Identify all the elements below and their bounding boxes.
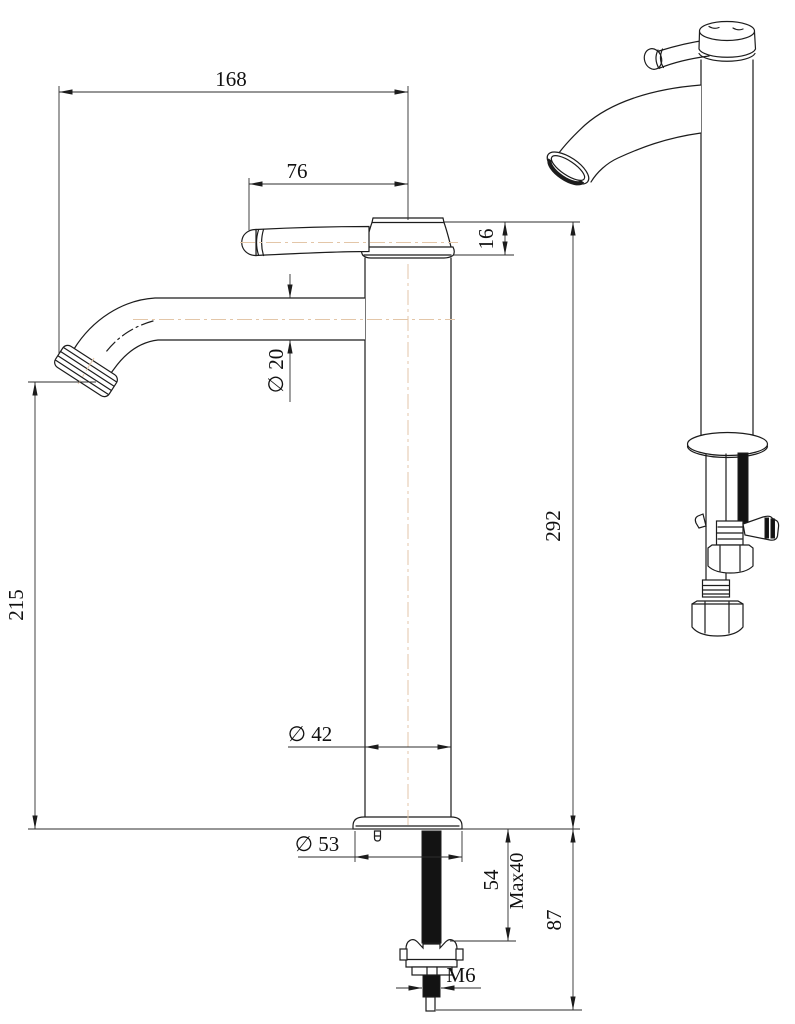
dim-spout-reach: 168 — [58, 67, 409, 354]
pipe-collar — [701, 579, 731, 598]
dim-below-deck: 87 — [436, 829, 582, 1011]
front-view — [54, 217, 464, 1012]
dim-spout-height: 215 — [4, 381, 96, 829]
faucet-cap — [360, 217, 455, 259]
side-base-flange — [686, 431, 769, 457]
spout — [54, 297, 366, 398]
dim-body-diameter: ∅ 42 — [288, 722, 451, 750]
dim-label: 215 — [4, 589, 28, 621]
clamp-side-screw — [455, 948, 464, 961]
dim-label: ∅ 42 — [288, 722, 333, 746]
dim-label: ∅ 20 — [264, 349, 288, 394]
dim-label: 16 — [474, 229, 498, 250]
cap-indicator-mark — [732, 27, 744, 31]
dim-handle-length: 76 — [248, 159, 408, 230]
side-view — [546, 20, 780, 637]
dim-stud-clamp: 54 Max40 — [450, 829, 528, 942]
dim-label: Max40 — [506, 853, 528, 910]
hose-clip — [742, 515, 780, 541]
dim-label: 292 — [541, 510, 565, 542]
dim-overall-height: 292 — [541, 222, 576, 829]
hex-nut-lower — [691, 600, 744, 637]
dim-label: 76 — [287, 159, 308, 183]
centerlines — [77, 242, 458, 826]
dim-label: 87 — [542, 910, 566, 931]
cap-indicator-mark — [708, 25, 720, 29]
nozzle-centerline — [77, 357, 95, 385]
faucet-body-column — [364, 257, 452, 818]
clamp-side-screw — [399, 948, 408, 961]
dim-label: ∅ 53 — [295, 832, 340, 856]
side-cap-top — [698, 20, 756, 42]
side-handle-lever — [658, 39, 710, 69]
pipe-tab — [694, 513, 707, 529]
dim-base-diameter: ∅ 53 — [295, 831, 463, 862]
clamp-saddle — [405, 939, 458, 968]
dim-thread-size: M6 — [396, 963, 481, 991]
dim-spout-diameter: ∅ 20 — [264, 274, 293, 402]
hex-nut-upper — [707, 544, 754, 574]
side-spout-nozzle — [546, 151, 590, 186]
dim-cap-height: 16 — [443, 221, 580, 256]
stud-tip — [425, 996, 436, 1012]
handle-lever — [241, 225, 370, 257]
dimensions: 168 76 16 ∅ 20 215 292 — [4, 67, 582, 1011]
side-column — [700, 59, 754, 437]
dim-label: 54 — [479, 869, 503, 891]
braided-hose — [737, 452, 749, 524]
dim-label: 168 — [215, 67, 247, 91]
side-spout — [546, 84, 702, 186]
dim-label: M6 — [446, 963, 475, 987]
supply-fittings — [691, 452, 780, 637]
